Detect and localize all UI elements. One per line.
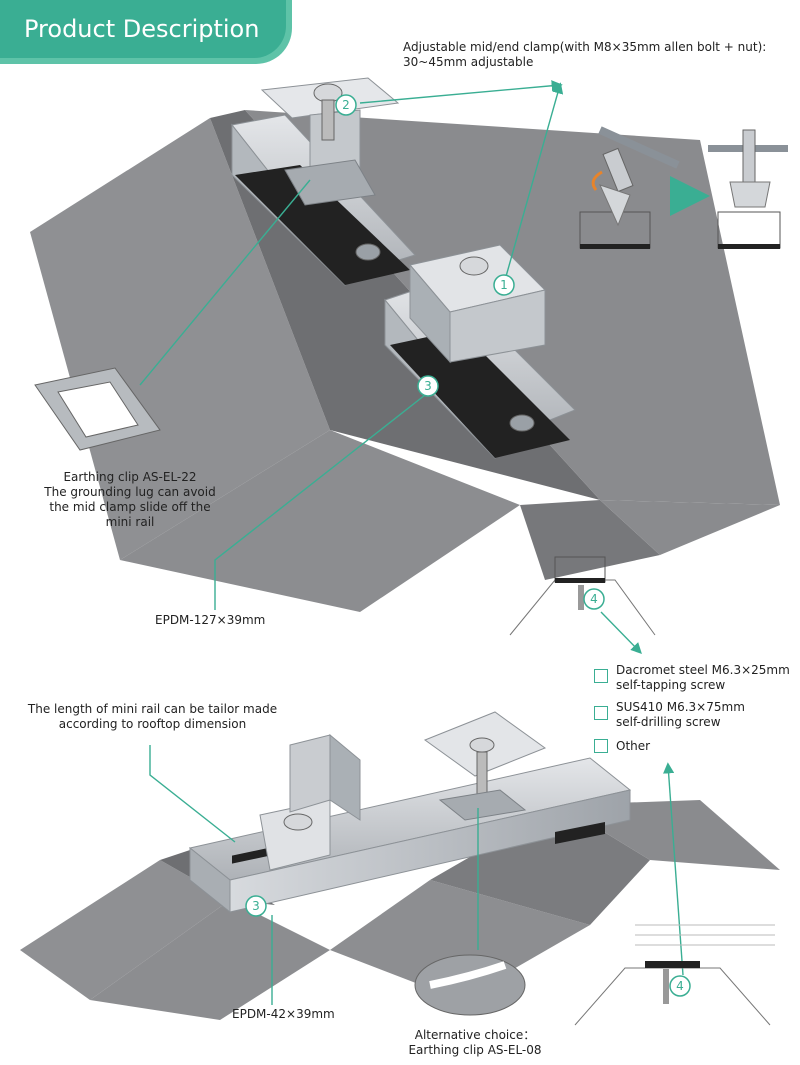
alt-clip-line2: Earthing clip AS-EL-08 (408, 1043, 542, 1057)
svg-text:3: 3 (424, 379, 432, 393)
svg-text:4: 4 (590, 592, 598, 606)
callout-1-top: 1 (493, 274, 515, 296)
clamp-label-line2: 30~45mm adjustable (403, 55, 534, 69)
earthing-label-line1: Earthing clip AS-EL-22 (63, 470, 197, 484)
bottom-mid-clamp (423, 711, 547, 821)
earthing-clip-as-el-22 (34, 367, 161, 451)
epdm-bottom-label: EPDM-42×39mm (232, 1007, 335, 1021)
svg-text:4: 4 (676, 979, 684, 993)
earthing-clip-as-el-08 (414, 954, 526, 1016)
screw-profile-small: 4 (509, 556, 656, 655)
option-1-label: Dacromet steel M6.3×25mm self-tapping sc… (616, 663, 790, 693)
clamp-adjust-detail (579, 126, 788, 249)
epdm-top-label: EPDM-127×39mm (155, 613, 266, 627)
option-1-line2: self-tapping screw (616, 678, 726, 692)
alt-clip-label: Alternative choice： Earthing clip AS-EL-… (395, 1028, 555, 1058)
svg-text:3: 3 (252, 899, 260, 913)
callout-2-top: 2 (335, 94, 357, 116)
rail-length-label: The length of mini rail can be tailor ma… (20, 702, 285, 732)
rail-length-line2: according to rooftop dimension (58, 717, 247, 731)
earthing-label-line3: the mid clamp slide off the (49, 500, 211, 514)
option-2-line2: self-drilling screw (616, 715, 721, 729)
earthing-label-line2: The grounding lug can avoid (44, 485, 216, 499)
clamp-label-line1: Adjustable mid/end clamp(with M8×35mm al… (403, 40, 767, 54)
svg-text:2: 2 (342, 98, 350, 112)
checkbox-option-2[interactable] (594, 706, 608, 720)
screw-profile-large: 4 (574, 924, 775, 1026)
earthing-label: Earthing clip AS-EL-22 The grounding lug… (25, 470, 235, 530)
callout-3-top: 3 (417, 375, 439, 397)
top-end-clamp (409, 244, 546, 364)
bottom-end-clamp (259, 733, 361, 871)
page-title: Product Description (0, 0, 286, 58)
option-3-label: Other (616, 739, 651, 753)
option-1-line1: Dacromet steel M6.3×25mm (616, 663, 790, 677)
bottom-roof-panel (20, 800, 780, 1020)
header-tab-shadow: Product Description (0, 0, 292, 64)
earthing-label-line4: mini rail (105, 515, 155, 529)
top-mid-clamp (260, 77, 400, 206)
option-2-label: SUS410 M6.3×75mm self-drilling screw (616, 700, 745, 730)
checkbox-option-1[interactable] (594, 669, 608, 683)
rail-length-line1: The length of mini rail can be tailor ma… (27, 702, 278, 716)
top-callout-lines (139, 80, 564, 610)
callout-3-bottom: 3 (245, 895, 267, 917)
checkbox-option-3[interactable] (594, 739, 608, 753)
alt-clip-line1: Alternative choice： (414, 1028, 536, 1042)
option-2-line1: SUS410 M6.3×75mm (616, 700, 745, 714)
bottom-callout-lines (149, 745, 684, 1005)
svg-text:1: 1 (500, 278, 508, 292)
